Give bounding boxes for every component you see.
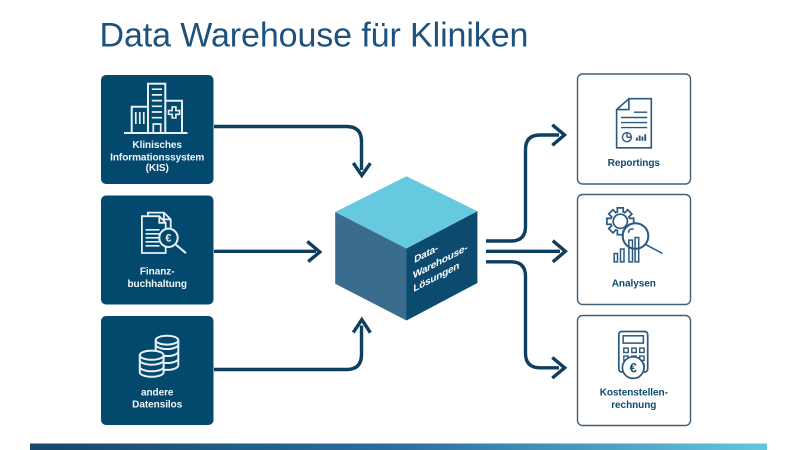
svg-text:Reportings: Reportings	[608, 158, 661, 169]
svg-text:Kostenstellen-: Kostenstellen-	[600, 388, 668, 399]
svg-text:Analysen: Analysen	[612, 278, 656, 289]
svg-text:Informationssystem: Informationssystem	[110, 152, 204, 163]
svg-text:andere: andere	[141, 387, 174, 398]
svg-text:Klinisches: Klinisches	[132, 140, 182, 151]
svg-text:rechnung: rechnung	[611, 400, 656, 411]
svg-text:Finanz-: Finanz-	[140, 267, 175, 278]
svg-text:buchhaltung: buchhaltung	[127, 279, 186, 290]
svg-text:Data Warehouse für Kliniken: Data Warehouse für Kliniken	[100, 16, 529, 54]
svg-text:Datensilos: Datensilos	[132, 399, 183, 410]
svg-text:(KIS): (KIS)	[146, 163, 169, 174]
